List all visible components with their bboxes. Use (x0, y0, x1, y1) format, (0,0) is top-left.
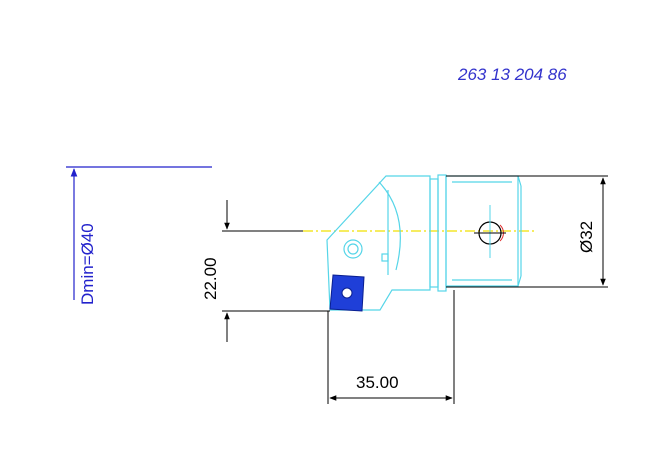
diameter-label: Ø32 (577, 221, 596, 253)
shank-hole (474, 205, 506, 258)
flange-ring-1 (429, 178, 439, 288)
clamp-screw-inner (347, 243, 359, 255)
diameter-dimension (446, 175, 608, 288)
width-dimension (327, 290, 455, 404)
clamp-screw-outer (343, 239, 363, 259)
shank-end-chamfer-bottom (517, 275, 522, 287)
flange-ring-2 (437, 174, 447, 292)
height-label: 22.00 (201, 257, 220, 300)
head-curve (378, 181, 401, 271)
dmin-label: Dmin=Ø40 (78, 223, 97, 305)
shank-end-chamfer-top (517, 175, 522, 187)
part-number: 263 13 204 86 (457, 65, 567, 84)
cutting-insert (329, 274, 365, 312)
clamp-pin (381, 253, 389, 262)
insert-hole (341, 287, 353, 299)
height-dimension (222, 200, 330, 342)
holder-flange (429, 174, 447, 292)
dmin-indicator: Dmin=Ø40 (66, 166, 212, 305)
width-label: 35.00 (356, 373, 399, 392)
